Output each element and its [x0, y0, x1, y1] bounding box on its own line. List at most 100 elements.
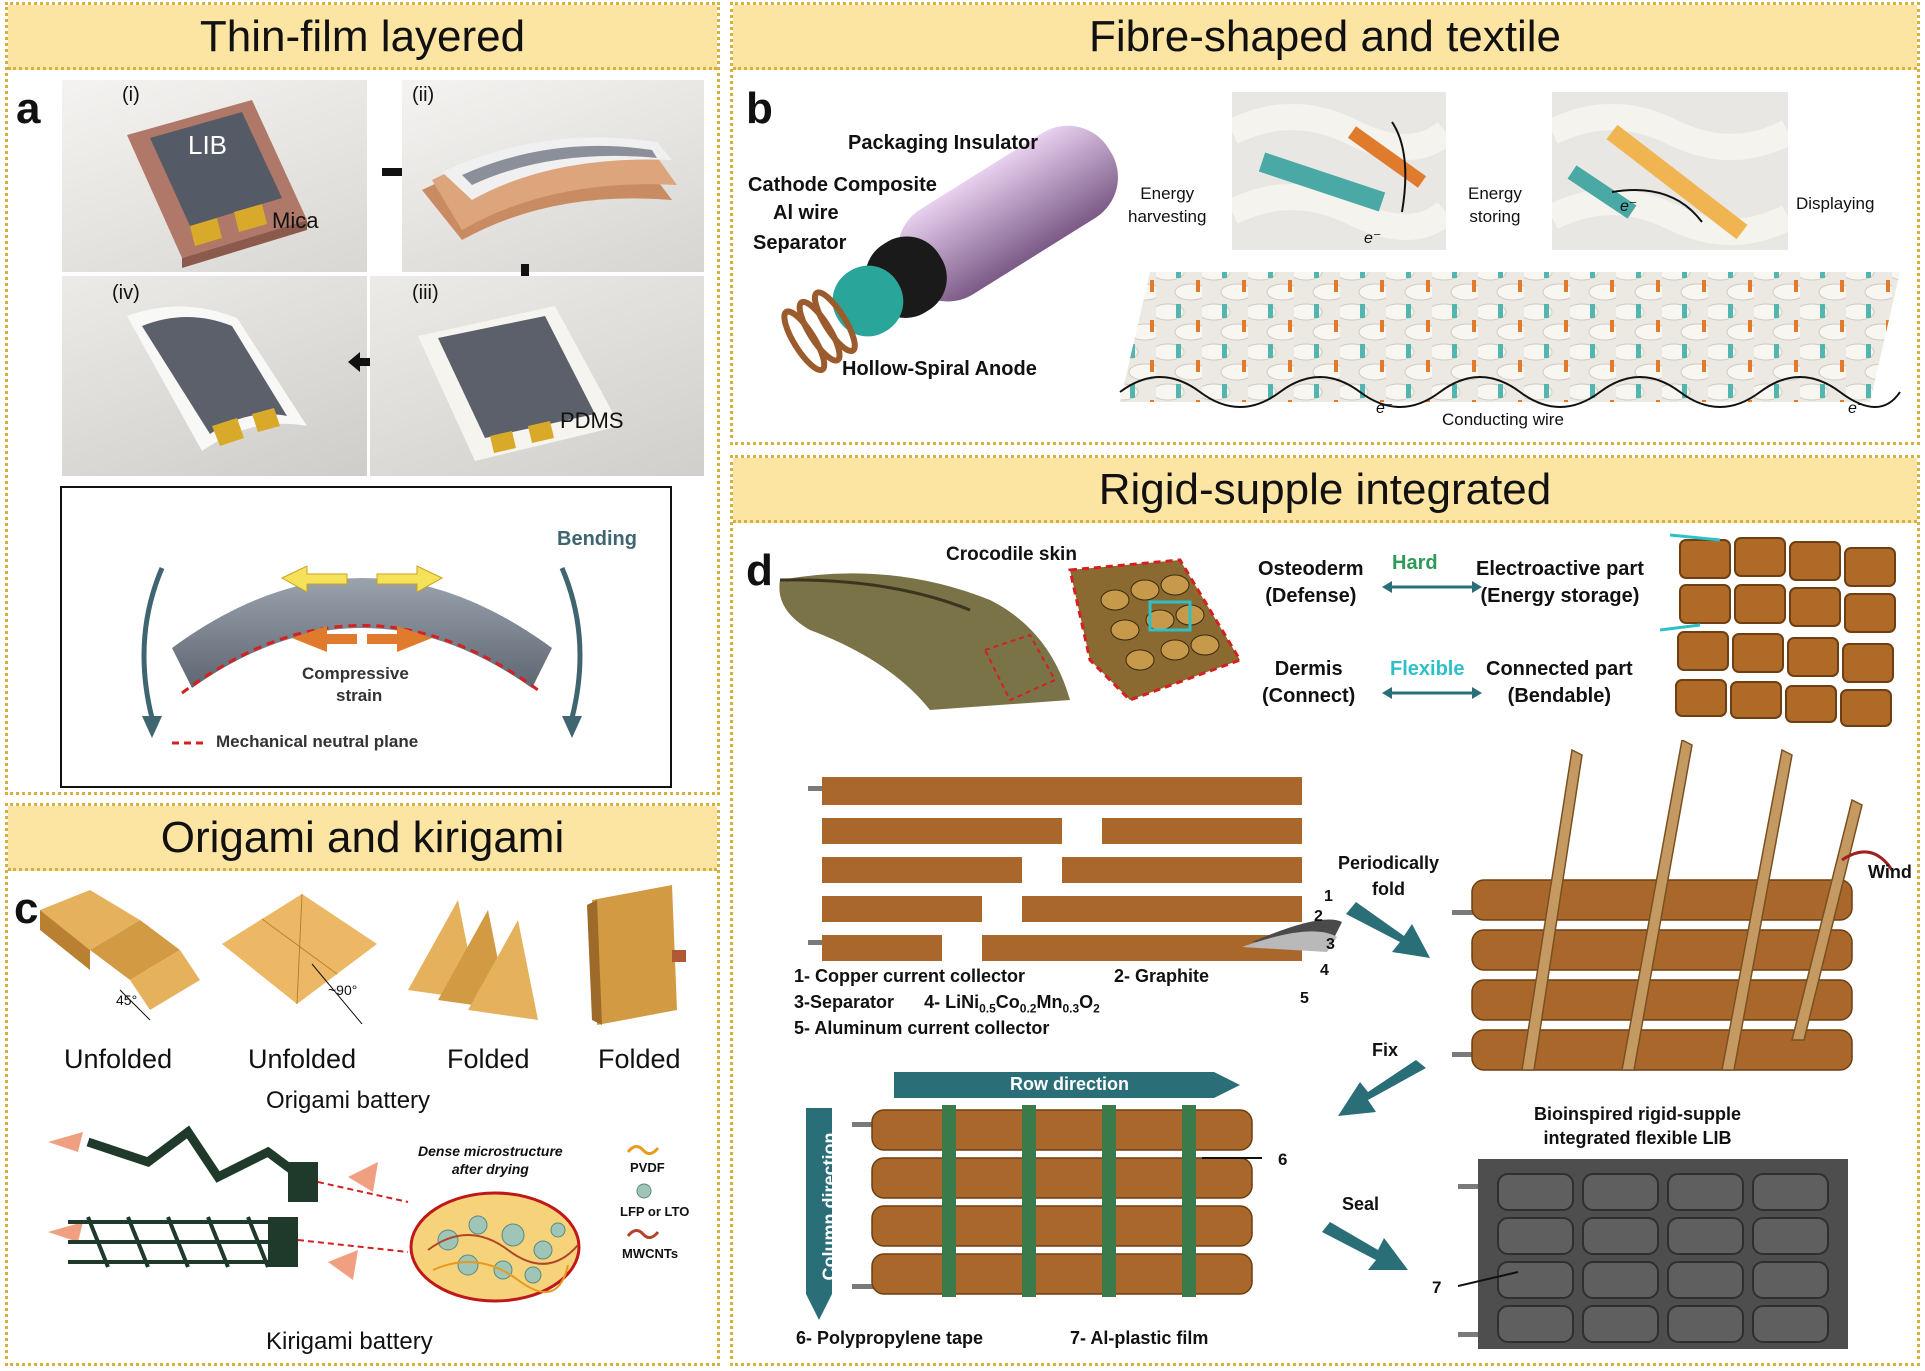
label-column-direction: Column direction — [819, 1132, 840, 1281]
label-electroactive-1: Electroactive part — [1476, 558, 1644, 580]
fibre-battery-illustration — [750, 116, 1120, 396]
legend-lfp-icon — [636, 1183, 652, 1199]
legend-graphite: 2- Graphite — [1114, 966, 1210, 986]
origami-folded-2 — [582, 880, 692, 1030]
step-label-ii: (ii) — [412, 84, 435, 106]
photo-step-ii — [402, 80, 704, 272]
label-dense-1: Dense microstructure — [418, 1143, 563, 1159]
origami-folded-1 — [398, 880, 548, 1030]
label-fold: fold — [1372, 879, 1406, 899]
energy-harvesting-render — [1232, 92, 1446, 250]
legend-line-1: 1- Copper current collector — [794, 966, 1025, 987]
panel-title-rigid-supple: Rigid-supple integrated — [733, 458, 1917, 523]
legend-separator: 3-Separator — [794, 992, 895, 1012]
label-crocodile-skin: Crocodile skin — [946, 544, 1077, 565]
label-hollow-spiral-anode: Hollow-Spiral Anode — [842, 358, 1037, 380]
kirigami-illustration — [28, 1122, 448, 1292]
flat-electrode-render — [802, 772, 1342, 972]
label-dermis: Dermis (Connect) — [1262, 656, 1355, 710]
dense-microstructure-inset — [408, 1190, 583, 1305]
legend-pvdf: PVDF — [630, 1160, 665, 1175]
arrow-fix-icon — [1336, 1060, 1426, 1120]
caption-unfolded-2: Unfolded — [248, 1044, 357, 1074]
legend-polypropylene: 6- Polypropylene tape — [796, 1328, 984, 1348]
label-packaging-insulator: Packaging Insulator — [848, 132, 1039, 154]
label-connected-1: Connected part — [1486, 658, 1633, 680]
label-bioinspired: Bioinspired rigid-supple integrated flex… — [1534, 1102, 1741, 1150]
panel-letter-b: b — [746, 84, 773, 133]
legend-pvdf-icon — [626, 1142, 660, 1156]
label-energy-storing: Energy storing — [1468, 182, 1522, 228]
label-conducting-wire: Conducting wire — [1442, 410, 1564, 429]
label-seal: Seal — [1342, 1194, 1380, 1214]
label-electroactive: Electroactive part (Energy storage) — [1476, 556, 1644, 610]
label-al-wire: Al wire — [773, 202, 839, 224]
panel-title-thin-film: Thin-film layered — [8, 5, 717, 70]
taped-battery-render — [852, 1100, 1272, 1300]
photo-step-iii — [370, 276, 704, 476]
label-bioinspired-1: Bioinspired rigid-supple — [1534, 1104, 1742, 1124]
num-3: 3 — [1326, 936, 1335, 953]
label-bending: Bending — [557, 528, 637, 550]
folded-battery-render — [1452, 740, 1892, 1080]
column-direction-arrow — [804, 1108, 834, 1320]
battery-grid-render — [1660, 530, 1910, 730]
legend-copper: 1- Copper current collector — [794, 966, 1026, 986]
label-energy-harvesting-2: harvesting — [1128, 207, 1207, 226]
num-4: 4 — [1320, 962, 1329, 979]
panel-fibre: Fibre-shaped and textile — [730, 2, 1920, 445]
origami-unfolded-1 — [30, 880, 210, 1030]
electron-label-4: e⁻ — [1848, 400, 1866, 417]
label-strain: strain — [336, 686, 383, 705]
bending-diagram: Tensile strain Bending Compressive strai… — [60, 486, 672, 788]
label-periodically: Periodically — [1338, 853, 1440, 873]
photo-step-i — [62, 80, 367, 272]
arrow-fold-icon — [1346, 902, 1436, 962]
step-label-iv: (iv) — [112, 282, 140, 304]
label-osteoderm-1: Osteoderm — [1258, 558, 1364, 580]
step-label-iii: (iii) — [412, 282, 439, 304]
legend-cathode: 4- LiNi0.5Co0.2Mn0.3O2 — [924, 992, 1100, 1016]
label-energy-storing-2: storing — [1469, 207, 1521, 226]
num-6: 6 — [1278, 1150, 1288, 1169]
label-hard: Hard — [1392, 552, 1438, 574]
electron-label-1: e⁻ — [1364, 230, 1382, 247]
double-arrow-flexible-icon — [1382, 686, 1482, 700]
label-pdms: PDMS — [560, 408, 624, 433]
label-kirigami-battery: Kirigami battery — [266, 1328, 433, 1355]
panel-origami: Origami and kirigami — [5, 803, 720, 1366]
num-7: 7 — [1432, 1278, 1442, 1297]
label-origami-battery: Origami battery — [266, 1087, 431, 1114]
num-1: 1 — [1324, 888, 1333, 905]
panel-letter-d: d — [746, 546, 773, 595]
panel-thin-film: Thin-film layered — [5, 2, 720, 795]
label-wind: Wind — [1868, 862, 1912, 882]
crocodile-illustration — [770, 540, 1250, 720]
panel-title-fibre: Fibre-shaped and textile — [733, 5, 1917, 70]
label-neutral-plane: Mechanical neutral plane — [216, 732, 419, 751]
label-electroactive-2: (Energy storage) — [1480, 585, 1640, 607]
photo-step-iv — [62, 276, 367, 476]
electron-label-2: e⁻ — [1620, 198, 1638, 215]
panel-rigid-supple: Rigid-supple integrated — [730, 455, 1920, 1366]
label-connected-2: (Bendable) — [1507, 685, 1612, 707]
caption-folded-1: Folded — [447, 1044, 530, 1074]
energy-storing-render — [1552, 92, 1788, 250]
label-dense-2: after drying — [451, 1161, 529, 1177]
legend-mwcnts: MWCNTs — [622, 1246, 679, 1261]
label-tensile-strain: Tensile strain — [300, 550, 415, 570]
caption-unfolded-1: Unfolded — [64, 1044, 173, 1074]
angle-90: ~90° — [328, 982, 358, 998]
label-dermis-1: Dermis — [1274, 658, 1343, 680]
label-fix: Fix — [1372, 1040, 1399, 1060]
legend-al-plastic: 7- Al-plastic film — [1070, 1328, 1209, 1348]
label-dermis-2: (Connect) — [1262, 685, 1356, 707]
label-cathode-composite: Cathode Composite — [748, 174, 937, 196]
label-energy-harvesting: Energy harvesting — [1128, 182, 1206, 228]
label-bioinspired-2: integrated flexible LIB — [1543, 1128, 1732, 1148]
label-osteoderm: Osteoderm (Defense) — [1258, 556, 1364, 610]
label-flexible: Flexible — [1390, 658, 1465, 680]
textile-weave — [1119, 272, 1901, 408]
textile-weave-render — [1110, 262, 1910, 412]
label-energy-harvesting-1: Energy — [1140, 184, 1195, 203]
